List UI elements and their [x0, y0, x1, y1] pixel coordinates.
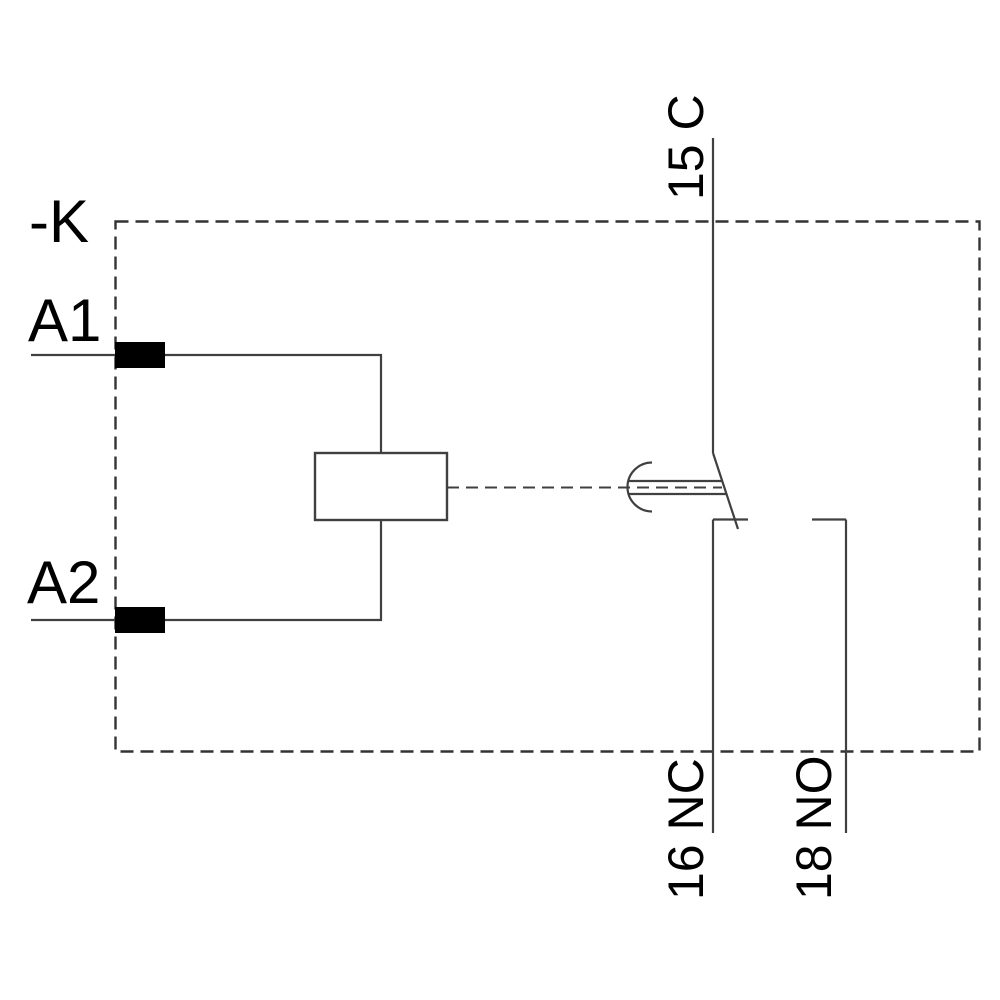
terminal-block-a2 — [115, 607, 165, 633]
contact-moving-arm — [711, 452, 740, 530]
changeover-contact — [711, 138, 848, 833]
coil-terminal-a1-label: A1 — [28, 287, 101, 354]
wire-a1-to-coil — [31, 353, 383, 453]
mechanical-linkage — [447, 461, 726, 513]
contact-nc-label: 16 NC — [658, 758, 714, 900]
terminal-block-a1 — [115, 342, 165, 368]
contact-no-label: 18 NO — [786, 755, 842, 900]
contact-common-label: 15 C — [658, 94, 714, 200]
coil-terminal-a2-label: A2 — [27, 549, 100, 616]
component-ref-label: -K — [29, 188, 89, 255]
coil-symbol — [313, 451, 449, 522]
device-boundary-outline — [114, 220, 981, 753]
actuator-arc — [626, 461, 653, 513]
